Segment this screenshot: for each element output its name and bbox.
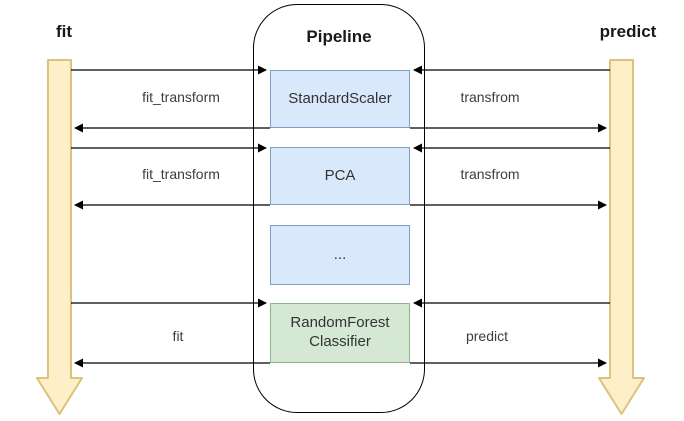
step-ellipsis-box: ...	[270, 225, 410, 285]
step-randomforestclassifier-box: RandomForest Classifier	[270, 303, 410, 363]
fit-lifeline-fat-down-arrow-icon	[36, 59, 83, 415]
predict-lifeline-label: predict	[599, 22, 657, 41]
step-randomforestclassifier-label: RandomForest Classifier	[290, 314, 390, 350]
step-pca-label: PCA	[324, 166, 356, 184]
message-label-transfrom-pca: transfrom	[460, 166, 520, 182]
message-label-fit-transform-standardscaler: fit_transform	[142, 89, 220, 105]
step-standardscaler-box: StandardScaler	[270, 70, 410, 128]
pipeline-title: Pipeline	[306, 27, 372, 46]
message-label-fit-randomforestclassifier: fit	[172, 328, 184, 344]
step-ellipsis-label: ...	[333, 245, 347, 263]
message-label-fit-transform-pca: fit_transform	[142, 166, 220, 182]
step-pca-box: PCA	[270, 147, 410, 205]
predict-lifeline-fat-down-arrow-icon	[598, 59, 645, 415]
step-standardscaler-label: StandardScaler	[288, 89, 392, 107]
message-label-transfrom-standardscaler: transfrom	[460, 89, 520, 105]
fit-lifeline-label: fit	[55, 22, 73, 41]
message-label-predict-randomforestclassifier: predict	[465, 328, 509, 344]
